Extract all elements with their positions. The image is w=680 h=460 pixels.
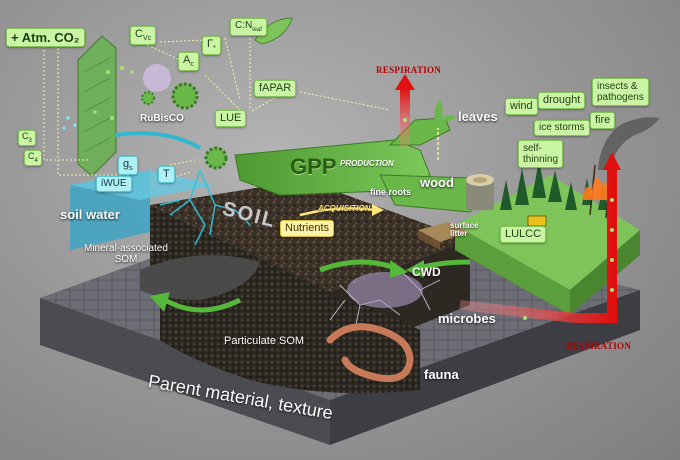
cwd-label: CWD <box>412 265 441 279</box>
a-c-symbol: A <box>183 54 191 66</box>
earthworm <box>326 323 414 383</box>
surface-litter-label: surface litter <box>450 221 479 239</box>
respiration-right-arrow-body <box>459 168 617 323</box>
water-particles <box>62 116 77 130</box>
c3-label: C3 <box>18 130 36 146</box>
soil-water-top <box>70 170 215 200</box>
ice-storms-label: ice storms <box>534 120 590 136</box>
acquisition-label: ACQUISITION <box>318 204 371 213</box>
iwue-label: iWUE <box>96 176 132 192</box>
fire-label: fire <box>590 112 616 129</box>
leaves-branch-pipe <box>388 117 451 146</box>
gs-label: gs <box>118 156 138 176</box>
wood-label: wood <box>420 175 454 190</box>
respiration-top-label: RESPIRATION <box>376 65 442 75</box>
c-vc-subscript: Vc <box>142 35 152 43</box>
sapling-icon <box>434 100 456 128</box>
fauna-label: fauna <box>424 367 459 382</box>
rubisco-label: RuBisCO <box>140 113 184 124</box>
leaf-panel <box>77 35 117 177</box>
c-vc-label: CVc <box>130 26 157 46</box>
forest-slab-side <box>570 230 640 315</box>
soil-cycle-arrow-left <box>163 297 242 313</box>
soil-water-label: soil water <box>60 207 120 222</box>
bulldozer-icon <box>527 215 547 227</box>
rubisco-gear-small <box>141 91 155 105</box>
gamma-subscript: * <box>213 45 216 53</box>
mineral-som-label: Mineral-associated SOM <box>84 243 168 265</box>
c3-symbol: C <box>22 131 29 141</box>
surface-litter-front <box>418 230 440 250</box>
c-n-symbol: C:N <box>235 20 253 31</box>
soil-cycle-arrow-left-head <box>150 292 170 312</box>
acquisition-flow <box>299 207 376 217</box>
production-label: PRODUCTION <box>340 159 394 168</box>
tree-stump <box>466 174 494 210</box>
lulcc-label: LULCC <box>500 226 547 243</box>
fapar-label: fAPAR <box>254 80 297 97</box>
respiration-right-arrow-head <box>603 152 621 170</box>
soil-cycle-arrow-right <box>319 259 396 273</box>
c-n-leaf-label: C:Nleaf <box>230 18 267 36</box>
rubisco-gear-large <box>171 82 199 110</box>
control-dotted-lines <box>43 30 391 181</box>
c4-label: C4 <box>24 150 42 166</box>
c4-subscript: 4 <box>34 157 38 164</box>
c-vc-symbol: C <box>135 28 143 40</box>
soil-water-roots <box>159 169 251 246</box>
fire-flames <box>582 177 608 200</box>
stomata-gear <box>204 146 228 170</box>
soil-cycle-arrow-right-head <box>390 260 408 278</box>
gpp-label: GPP <box>290 154 337 179</box>
gs-symbol: g <box>123 158 130 170</box>
leaf-panel-cells <box>83 57 111 153</box>
respiration-top-arrow-head <box>395 74 415 90</box>
wind-label: wind <box>505 98 538 115</box>
microbe-bloom <box>347 272 423 308</box>
rubisco-molecule <box>143 64 171 92</box>
drought-label: drought <box>538 92 586 109</box>
lulcc-to-cwd-arrow-head <box>406 260 424 278</box>
gamma-star-label: Γ* <box>202 36 221 56</box>
particulate-som-mound <box>160 282 420 394</box>
atm-co2-label: + Atm. CO₂ <box>6 28 85 47</box>
self-thinning-label: self- thinning <box>518 140 564 168</box>
leaves-label: leaves <box>458 109 498 124</box>
a-c-subscript: c <box>190 61 194 69</box>
microbes-label: microbes <box>438 311 496 326</box>
particulate-som-label: Particulate SOM <box>224 335 305 347</box>
respiration-right-label: RESPIRATION <box>566 341 632 351</box>
t-label: T <box>158 166 175 183</box>
a-c-label: Ac <box>178 52 199 72</box>
fine-roots-label: fine roots <box>370 187 412 197</box>
nutrients-label: Nutrients <box>280 220 335 237</box>
lue-label: LUE <box>215 110 247 127</box>
c-n-subscript: leaf <box>252 27 262 33</box>
forest-slab-front <box>455 225 570 315</box>
c4-symbol: C <box>28 151 35 161</box>
insects-pathogens-label: insects & pathogens <box>592 78 649 106</box>
surface-litter-tray <box>418 222 470 242</box>
mineral-som-mound <box>140 255 260 300</box>
water-transfer-arrow <box>114 131 201 150</box>
c3-subscript: 3 <box>28 137 32 144</box>
acquisition-arrowhead <box>372 204 384 216</box>
co2-particles <box>93 65 614 320</box>
base-platform-front <box>40 298 330 445</box>
gamma-symbol: Γ <box>207 38 214 50</box>
gs-subscript: s <box>129 165 133 173</box>
base-platform-side <box>330 290 640 445</box>
